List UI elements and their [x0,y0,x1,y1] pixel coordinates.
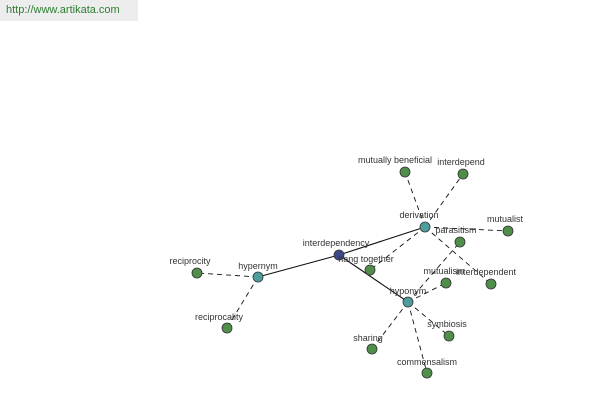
edge-center-derivation [338,226,426,256]
node-reciprocity[interactable] [191,267,203,279]
edge-derivation-hang-together [369,226,426,271]
node-hang-together[interactable] [364,264,376,276]
node-label-reciprocality[interactable]: reciprocality [195,312,244,322]
node-mutually-beneficial[interactable] [399,166,411,178]
node-label-mutually-beneficial[interactable]: mutually beneficial [358,155,432,165]
node-derivation[interactable] [419,221,431,233]
node-parasitism[interactable] [454,236,466,248]
node-label-center[interactable]: interdependency [303,238,370,248]
edge-derivation-interdepend [424,173,464,228]
node-interdepend[interactable] [457,168,469,180]
node-label-reciprocity[interactable]: reciprocity [169,256,211,266]
node-hypernym[interactable] [252,271,264,283]
node-mutualist[interactable] [502,225,514,237]
edge-hypernym-reciprocity [196,272,259,278]
node-label-interdepend[interactable]: interdepend [437,157,485,167]
node-hyponym[interactable] [402,296,414,308]
labels-layer: interdependency hypernym derivation hyponym… [169,155,523,367]
node-label-hang-together[interactable]: hang together [338,254,394,264]
edges-layer [196,171,509,374]
node-center[interactable] [333,249,345,261]
edge-derivation-mutualist [424,226,509,232]
edge-derivation-mutually-beneficial [404,171,426,228]
node-label-symbiosis[interactable]: symbiosis [427,319,467,329]
node-mutualism[interactable] [440,277,452,289]
node-label-derivation[interactable]: derivation [399,210,438,220]
node-sharing[interactable] [366,343,378,355]
nodes-layer [191,166,514,379]
edge-hyponym-parasitism [407,241,461,303]
node-label-mutualist[interactable]: mutualist [487,214,524,224]
edge-hyponym-sharing [371,301,409,350]
edge-center-hyponym [338,254,409,303]
node-label-sharing[interactable]: sharing [353,333,383,343]
edge-center-hypernym [257,254,340,278]
node-label-interdependent[interactable]: interdependent [456,267,517,277]
node-label-hypernym[interactable]: hypernym [238,261,278,271]
node-reciprocality[interactable] [221,322,233,334]
node-commensalism[interactable] [421,367,433,379]
edge-hyponym-commensalism [407,301,428,374]
site-url-link[interactable]: http://www.artikata.com [0,0,138,21]
node-label-hyponym[interactable]: hyponym [390,286,427,296]
node-symbiosis[interactable] [443,330,455,342]
node-label-commensalism[interactable]: commensalism [397,357,457,367]
node-label-mutualism[interactable]: mutualism [423,266,464,276]
edge-hyponym-mutualism [407,282,447,303]
node-label-parasitism[interactable]: parasitism [435,225,476,235]
edge-derivation-interdependent [424,226,492,285]
node-interdependent[interactable] [485,278,497,290]
edge-hypernym-reciprocality [226,276,259,329]
